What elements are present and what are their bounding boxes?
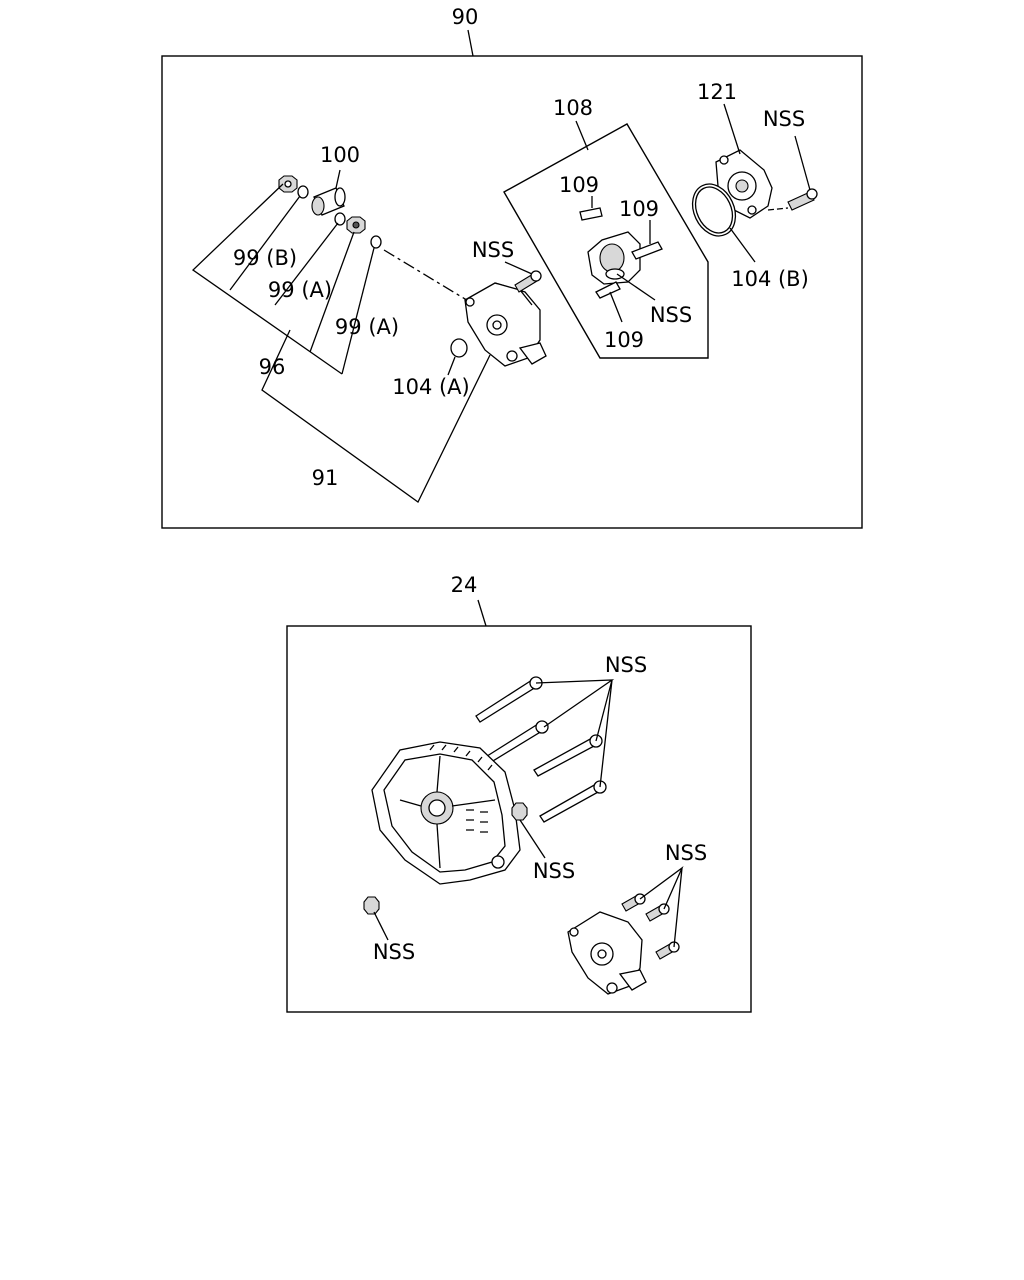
callout-109-lower: 109 xyxy=(604,328,644,352)
callout-121: 121 xyxy=(697,80,737,104)
brush-holder-housing-91-part xyxy=(464,282,547,367)
nut-frame-nss-part xyxy=(511,802,528,821)
washer-99a-1-part xyxy=(334,212,346,226)
panel-24-ref-label: 24 xyxy=(451,573,478,597)
cover-121-part xyxy=(715,149,773,219)
callout-109-upper: 109 xyxy=(559,173,599,197)
through-bolt-4-part xyxy=(539,780,607,823)
callout-104b: 104 (B) xyxy=(731,267,809,291)
panel-90: 90 xyxy=(161,5,863,529)
callout-109-right: 109 xyxy=(619,197,659,221)
panel-24: 24 xyxy=(286,573,752,1013)
brush-set-108-outline xyxy=(503,123,709,359)
through-bolt-3-part xyxy=(533,734,603,777)
callout-99a-1: 99 (A) xyxy=(268,278,332,302)
brush-109-lower-part xyxy=(595,281,621,299)
o-ring-104a-part xyxy=(450,338,468,358)
screw-nss-housing-part xyxy=(514,270,542,293)
brush-holder-part xyxy=(587,231,641,285)
callout-108: 108 xyxy=(553,96,593,120)
callout-91: 91 xyxy=(312,466,339,490)
screw-nss-cover-part xyxy=(787,188,818,211)
callout-nss-cover: NSS xyxy=(763,107,805,131)
nut-99a-part xyxy=(346,216,366,234)
brush-holder-housing-lower-part xyxy=(567,911,647,995)
callout-100: 100 xyxy=(320,143,360,167)
screw-small-2-part xyxy=(645,903,670,922)
callout-nss-frame-nut: NSS xyxy=(533,859,575,883)
callout-96: 96 xyxy=(259,355,286,379)
brush-109-right-part xyxy=(631,241,663,260)
rear-frame-part xyxy=(371,741,521,885)
panel-90-ref-label: 90 xyxy=(452,5,479,29)
callout-99a-2: 99 (A) xyxy=(335,315,399,339)
bushing-100-part xyxy=(311,187,346,216)
nut-99b-part xyxy=(278,175,298,193)
through-bolt-1-part xyxy=(475,676,543,723)
callout-nss-holder: NSS xyxy=(650,303,692,327)
panel-24-frame xyxy=(286,625,752,1013)
callout-nss-screws: NSS xyxy=(665,841,707,865)
washer-99a-2-part xyxy=(370,235,382,249)
callout-nss-loose-nut: NSS xyxy=(373,940,415,964)
panel-90-frame xyxy=(161,55,863,529)
callout-nss-housing: NSS xyxy=(472,238,514,262)
screw-small-3-part xyxy=(655,941,680,960)
callout-nss-bolts: NSS xyxy=(605,653,647,677)
washer-99b-part xyxy=(297,185,309,199)
callout-99b: 99 (B) xyxy=(233,246,297,270)
brush-109-upper-part xyxy=(579,207,603,221)
nut-loose-nss-part xyxy=(363,896,380,915)
through-bolt-2-part xyxy=(483,720,549,765)
screw-small-1-part xyxy=(621,893,646,912)
callout-104a: 104 (A) xyxy=(392,375,470,399)
